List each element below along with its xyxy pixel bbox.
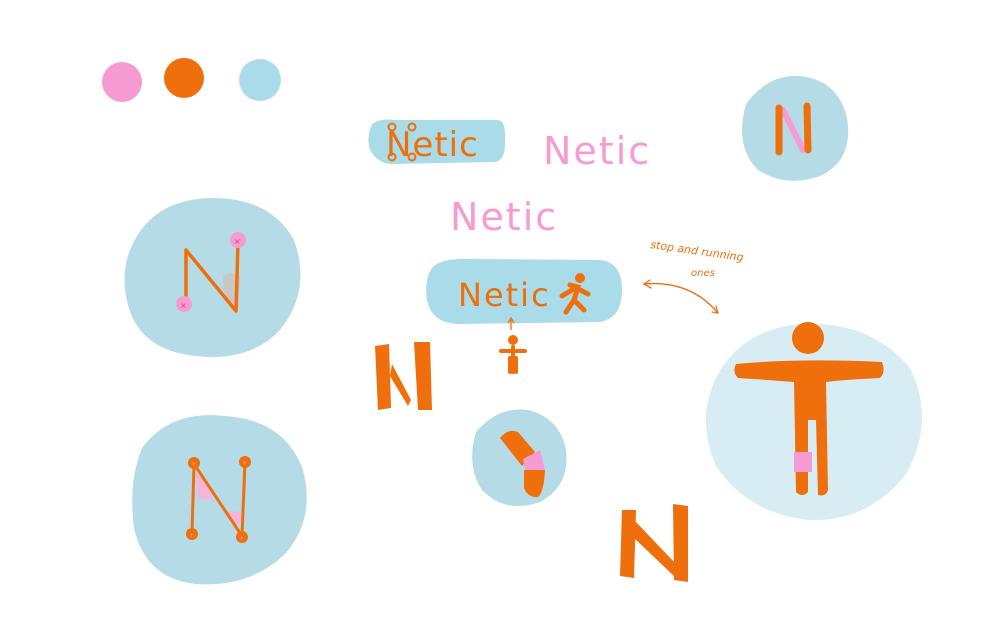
wordmark-blue-pill-text: Netic — [386, 125, 479, 165]
wordmark-pink-bottom: Netic — [450, 195, 558, 239]
n-monogram-large — [620, 504, 688, 582]
small-standing-person-icon — [499, 335, 527, 374]
note-line-2: ones — [691, 268, 715, 279]
bent-limb-icon — [500, 430, 545, 498]
arrow-up-icon — [507, 316, 515, 330]
double-arrow-icon — [642, 279, 719, 314]
wordmark-pink-top: Netic — [543, 129, 651, 173]
handwritten-note: stop and running ones — [650, 238, 745, 279]
n-monogram-dots-badge: × × — [124, 197, 301, 357]
n-monogram-pink-stroke-badge — [742, 75, 849, 181]
svg-text:×: × — [180, 301, 187, 310]
wordmark-running-pill-text: Netic — [458, 276, 551, 314]
n-monogram-knots-badge: + + + + — [132, 415, 307, 585]
swatch-blue-icon — [239, 59, 281, 101]
svg-text:+: + — [239, 535, 244, 542]
svg-text:+: + — [189, 532, 194, 539]
svg-text:×: × — [234, 237, 241, 246]
note-line-1: stop and running — [650, 238, 745, 264]
wordmark-running-pill: Netic — [426, 258, 622, 324]
running-person-icon — [559, 273, 591, 315]
n-monogram-bold — [375, 342, 432, 410]
color-swatches — [102, 58, 281, 102]
svg-text:+: + — [242, 460, 247, 467]
standing-person-badge — [706, 322, 923, 521]
svg-text:+: + — [191, 461, 196, 468]
wordmark-blue-pill: Netic — [368, 119, 506, 165]
swatch-pink-icon — [102, 62, 142, 102]
standing-person-icon — [734, 322, 884, 496]
bent-limb-badge — [472, 409, 567, 506]
swatch-orange-icon — [164, 58, 204, 98]
